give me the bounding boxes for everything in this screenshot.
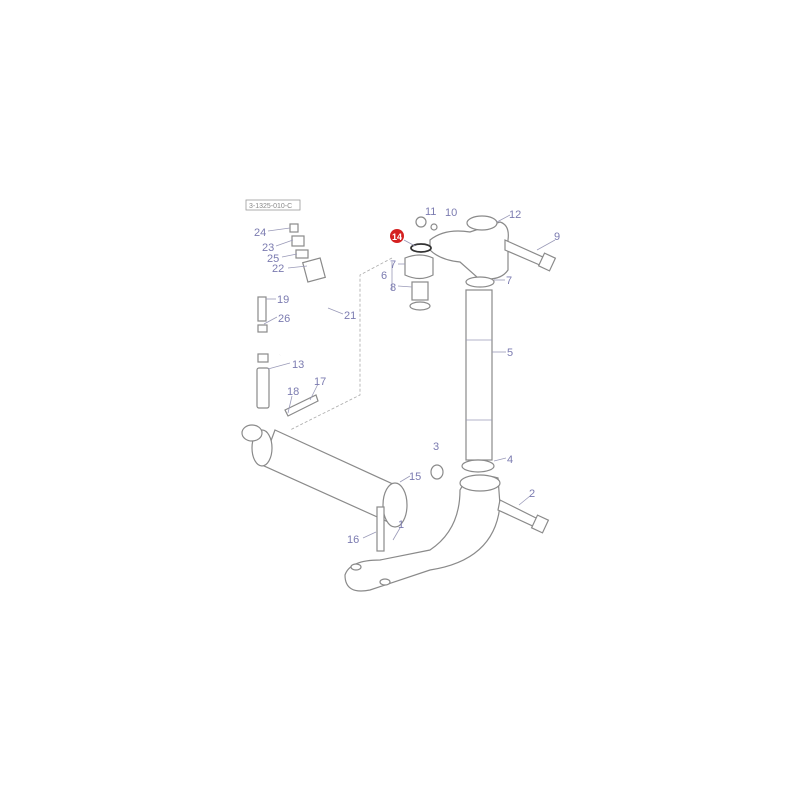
callout-26[interactable]: 26 (278, 313, 290, 325)
callout-18[interactable]: 18 (287, 386, 299, 398)
callout-16[interactable]: 16 (347, 534, 359, 546)
callout-5[interactable]: 5 (507, 347, 513, 359)
callout-7-upper[interactable]: 7 (390, 259, 396, 271)
highlight-marker (390, 229, 404, 243)
svg-text:3-1325-010-C: 3-1325-010-C (249, 203, 292, 210)
hose-assembly (256, 223, 329, 409)
callout-8[interactable]: 8 (390, 282, 396, 294)
callout-10[interactable]: 10 (445, 207, 457, 219)
callout-24[interactable]: 24 (254, 227, 266, 239)
callout-22[interactable]: 22 (272, 263, 284, 275)
callout-14: 14 (392, 232, 402, 242)
leader-lines (263, 214, 556, 541)
callout-25[interactable]: 25 (267, 253, 279, 265)
callout-2[interactable]: 2 (529, 488, 535, 500)
callout-17[interactable]: 17 (314, 376, 326, 388)
callout-13[interactable]: 13 (292, 359, 304, 371)
upper-arm (404, 215, 557, 311)
callout-12[interactable]: 12 (509, 209, 521, 221)
callout-11[interactable]: 11 (425, 206, 436, 218)
callouts: 1 2 3 4 5 6 7 7 8 9 10 11 12 13 15 16 17… (254, 206, 560, 546)
steering-arm (344, 474, 550, 592)
steering-shaft (430, 289, 495, 480)
callout-19[interactable]: 19 (277, 294, 289, 306)
callout-1[interactable]: 1 (398, 519, 404, 531)
callout-3[interactable]: 3 (433, 441, 439, 453)
reference-code-box: 3-1325-010-C (245, 199, 301, 211)
callout-23[interactable]: 23 (262, 242, 274, 254)
callout-21[interactable]: 21 (344, 310, 356, 322)
callout-4[interactable]: 4 (507, 454, 513, 466)
hydraulic-cylinder (241, 394, 408, 552)
callout-9[interactable]: 9 (554, 231, 560, 243)
callout-15[interactable]: 15 (409, 471, 421, 483)
part-14-washer[interactable]: 14 (390, 229, 432, 253)
callout-7-lower[interactable]: 7 (506, 275, 512, 287)
callout-6[interactable]: 6 (381, 270, 387, 282)
